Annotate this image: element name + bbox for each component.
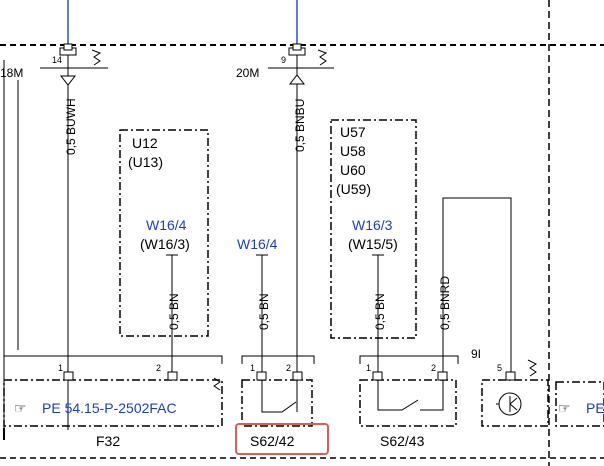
wire-label-bnbu: 0,5 BNBU	[293, 99, 307, 152]
ground-w16-4-a: W16/4	[146, 217, 187, 233]
u13-label: (U13)	[128, 154, 163, 170]
s6243-label: S62/43	[380, 433, 425, 449]
f32-bracket	[3, 355, 223, 364]
u12-label: U12	[132, 135, 158, 151]
u59-label: (U59)	[336, 181, 371, 197]
junction-arrow-mid	[288, 74, 306, 85]
pointing-hand-icon-right: ☞	[558, 400, 571, 416]
wire-label-u12-bn: 0,5 BN	[167, 293, 181, 330]
pointing-hand-icon: ☞	[14, 400, 27, 416]
grid-ref-18m: 18M	[0, 66, 23, 80]
f32-reference-link[interactable]: PE 54.15-P-2502FAC	[42, 400, 177, 416]
s6242-label: S62/42	[250, 433, 295, 449]
s6242-switch[interactable]: 1 2	[241, 363, 313, 427]
s6243-bracket	[359, 355, 459, 364]
u57-label: U57	[340, 124, 366, 140]
s6242-pin-2: 2	[286, 363, 291, 373]
f32-pin-2: 2	[156, 363, 161, 373]
bnrd-wire	[442, 197, 512, 380]
right-component[interactable]: 5	[481, 359, 549, 427]
ground-w16-3-a: (W16/3)	[140, 236, 190, 252]
pin-9-label: 9	[281, 55, 286, 65]
wire-label-w164-bn: 0,5 BN	[257, 293, 271, 330]
u58-label: U58	[340, 143, 366, 159]
s6242-highlight	[235, 423, 329, 455]
pin-14-label: 14	[52, 55, 62, 65]
right-reference-link[interactable]: PE	[586, 400, 604, 416]
ground-w16-4-b: W16/4	[237, 236, 278, 252]
ground-w15-5: (W15/5)	[348, 236, 398, 252]
s6243-pin-1: 1	[366, 363, 371, 373]
grid-ref-20m: 20M	[236, 66, 259, 80]
wire-label-buwh: 0,5 BUWH	[64, 98, 78, 155]
connector-14: 14	[40, 43, 108, 69]
s6243-switch[interactable]: 1 2	[359, 363, 457, 427]
u12-box	[119, 129, 209, 337]
s6243-pin-2: 2	[431, 363, 436, 373]
s6242-pin-1: 1	[250, 363, 255, 373]
grid-ref-9i: 9I	[471, 347, 481, 361]
f32-pin-1: 1	[58, 363, 63, 373]
right-pin-5: 5	[497, 363, 502, 373]
f32-component[interactable]: 1 2	[3, 363, 223, 427]
wire-label-w163-bn: 0,5 BN	[373, 293, 387, 330]
connector-9: 9	[268, 43, 334, 69]
wire-label-bnrd: 0,5 BNRD	[438, 276, 452, 330]
right-ref-box	[555, 381, 604, 427]
f32-label: F32	[96, 433, 120, 449]
u60-label: U60	[340, 162, 366, 178]
s6242-bracket	[241, 355, 315, 364]
u57-box	[330, 119, 417, 339]
ground-w16-3-b: W16/3	[352, 217, 393, 233]
junction-arrow-left	[59, 75, 77, 86]
